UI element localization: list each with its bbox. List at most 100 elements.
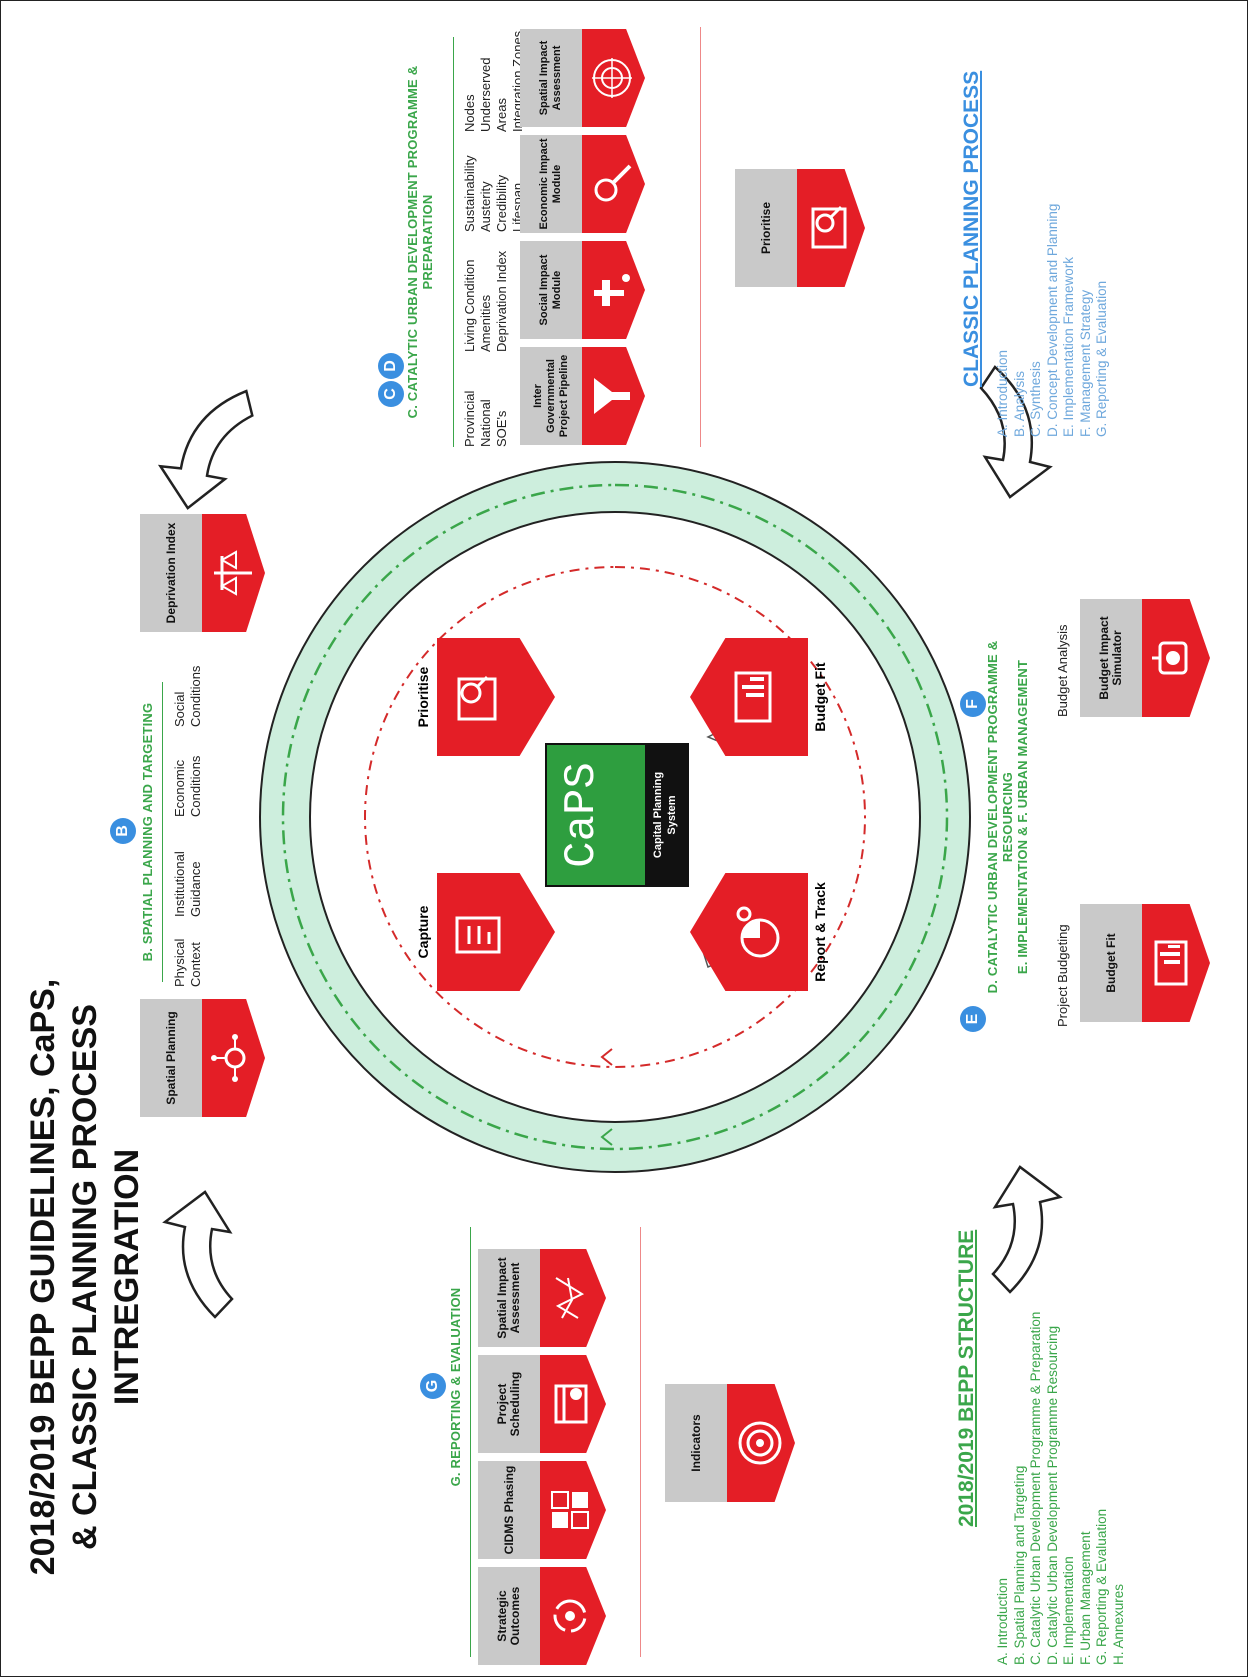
classic-item: D. Concept Development and Planning [1044, 203, 1060, 437]
card-label: Deprivation Index [140, 514, 202, 632]
card-label: Social Impact Module [520, 241, 582, 339]
card-label: Spatial Impact Assessment [520, 29, 582, 127]
section-g-divider [640, 1227, 641, 1657]
section-cd-title: C. CATALYTIC URBAN DEVELOPMENT PROGRAMME… [405, 22, 435, 462]
caps-logo-subtitle-1: Capital Planning [652, 771, 664, 859]
section-cd-card-prioritise: Prioritise [735, 169, 865, 287]
section-ef-item-1: Project Budgeting [1055, 924, 1070, 1027]
bepp-item: F. Urban Management [1077, 1531, 1093, 1665]
classic-item: G. Reporting & Evaluation [1094, 280, 1109, 437]
red-cycle-arrow [600, 1048, 613, 1066]
center-node-budget-fit: Budget Fit [690, 627, 828, 767]
col3-item: Austerity [478, 181, 493, 232]
col3-item: Credibility [494, 174, 509, 232]
target-icon [727, 1384, 795, 1502]
section-g-card-scheduling: Project Scheduling [478, 1355, 606, 1453]
magnifier-bars-icon [582, 135, 645, 233]
scales-icon [202, 514, 265, 632]
bepp-item: E. Implementation [1061, 1556, 1076, 1665]
caps-logo-subtitle: Capital Planning System [645, 745, 687, 885]
card-label: Budget Fit [1080, 904, 1142, 1022]
card-label: Spatial Impact Assessment [478, 1249, 540, 1347]
bepp-item: B. Spatial Planning and Targeting [1011, 1465, 1027, 1665]
outer-arrow-bottom-right [979, 365, 1053, 499]
classic-process-list: A. Introduction B. Analysis C. Synthesis… [995, 7, 1111, 437]
card-label: Indicators [665, 1384, 727, 1502]
bepp-item: G. Reporting & Evaluation [1094, 1508, 1109, 1665]
card-label: Spatial Planning [140, 999, 202, 1117]
section-ef-item-2: Budget Analysis [1055, 624, 1070, 717]
pie-gears-icon [690, 873, 808, 991]
section-b-card-spatial-planning: Spatial Planning [140, 999, 265, 1117]
section-cd-col-3: Sustainability Austerity Credibility Lif… [462, 142, 526, 232]
section-c-badge: C [378, 381, 404, 407]
section-ef-card-budget-fit: Budget Fit [1080, 904, 1210, 1022]
section-g-card-indicators: Indicators [665, 1384, 795, 1502]
section-cd-col-1: Provincial National SOE's [462, 357, 510, 447]
bepp-item: C. Catalytic Urban Development Programme… [1028, 1311, 1043, 1665]
puzzle-icon [540, 1461, 606, 1559]
section-cd-bracket [453, 37, 454, 447]
section-g-card-strategic: Strategic Outcomes [478, 1567, 606, 1665]
col1-item: National [478, 399, 493, 447]
col1-item: Provincial [462, 390, 477, 447]
card-label: Economic Impact Module [520, 135, 582, 233]
card-label: Strategic Outcomes [478, 1567, 540, 1665]
col2-item: Living Condition [462, 259, 477, 352]
network-nodes-icon [202, 999, 265, 1117]
section-cd-title-line-1: C. CATALYTIC URBAN DEVELOPMENT PROGRAMME… [405, 65, 420, 419]
section-b-item-2: Institutional Guidance [172, 851, 203, 917]
map-lines-icon [540, 1249, 606, 1347]
section-d-badge: D [378, 353, 404, 379]
section-b-item-4: Social Conditions [172, 665, 203, 727]
calendar-icon [540, 1355, 606, 1453]
center-node-label: Report & Track [812, 882, 828, 982]
section-ef-title-line-1: D. CATALYTIC URBAN DEVELOPMENT PROGRAMME… [985, 640, 1015, 994]
bepp-structure-legend: 2018/2019 BEPP STRUCTURE [955, 1022, 979, 1582]
classic-item: C. Synthesis [1028, 361, 1043, 437]
caps-logo-text: CaPS [557, 762, 607, 868]
green-cycle-arrow [600, 1128, 613, 1146]
col4-item: Underserved Areas [478, 57, 509, 132]
col4-item: Nodes [462, 94, 477, 132]
center-node-label: Budget Fit [812, 662, 828, 732]
section-b-card-deprivation-index: Deprivation Index [140, 514, 265, 632]
section-b-item-3: Economic Conditions [172, 755, 203, 817]
section-b-bracket [162, 682, 163, 982]
col2-item: Amenities [478, 294, 493, 352]
classic-item: F. Management Strategy [1077, 289, 1093, 437]
funnel-icon [582, 347, 645, 445]
section-cd-divider [700, 27, 701, 447]
outer-arrow-top-right [157, 389, 254, 510]
card-label: Inter Governmental Project Pipeline [520, 347, 582, 445]
section-ef-title: D. CATALYTIC URBAN DEVELOPMENT PROGRAMME… [985, 597, 1030, 1037]
tap-icon [582, 241, 645, 339]
caps-logo: CaPS Capital Planning System [545, 743, 689, 887]
center-node-prioritise: Prioritise [415, 627, 555, 767]
bepp-item: H. Annexures [1110, 1583, 1126, 1665]
classic-item: E. Implementation Framework [1061, 256, 1076, 437]
section-b-item-1: Physical Context [172, 938, 203, 987]
prioritise-chart-icon [437, 638, 555, 756]
cycle-icon [540, 1567, 606, 1665]
section-cd-card-pipeline: Inter Governmental Project Pipeline [520, 347, 645, 445]
section-cd-title-line-2: PREPARATION [420, 194, 435, 290]
bepp-structure-heading: 2018/2019 BEPP STRUCTURE [955, 1229, 978, 1527]
robot-icon [1142, 599, 1210, 717]
green-dash-cycle [281, 483, 949, 1151]
center-node-label: Capture [415, 905, 431, 959]
section-ef-title-line-2: E. IMPLEMENTATION & F. URBAN MANAGEMENT [1015, 659, 1030, 975]
bepp-item: A. Introduction [995, 1577, 1010, 1665]
bepp-item: D. Catalytic Urban Development Programme… [1044, 1325, 1060, 1665]
card-label: CIDMS Phasing [478, 1461, 540, 1559]
section-ef-card-simulator: Budget Impact Simulator [1080, 599, 1210, 717]
section-cd-card-spatial: Spatial Impact Assessment [520, 29, 645, 127]
section-cd-card-social: Social Impact Module [520, 241, 645, 339]
card-label: Prioritise [735, 169, 797, 287]
section-b-title: B. SPATIAL PLANNING AND TARGETING [140, 702, 155, 962]
classic-process-heading: CLASSIC PLANNING PROCESS [960, 70, 983, 387]
section-g-badge: G [420, 1373, 446, 1399]
center-node-report-track: Report & Track [690, 862, 828, 1002]
red-dash-cycle [364, 566, 866, 1068]
